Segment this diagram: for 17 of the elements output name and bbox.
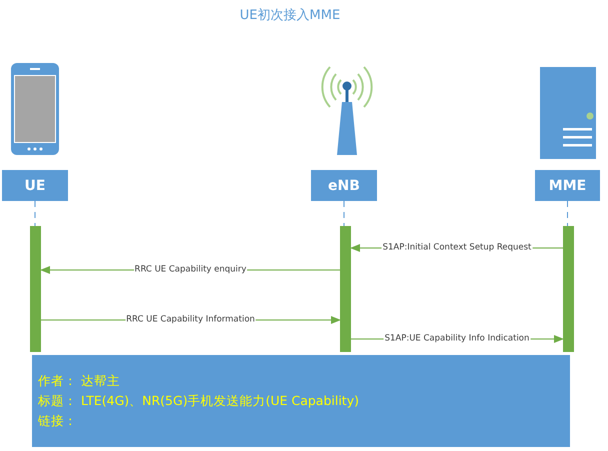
lifeline <box>567 200 568 226</box>
lifeline-header: UE <box>2 170 68 201</box>
edge-label: RRC UE Capability enquiry <box>134 264 248 276</box>
lifeline-header: eNB <box>311 170 377 201</box>
diagram-title: UE初次接入MME <box>238 7 342 24</box>
edge-label: RRC UE Capability Information <box>125 314 256 326</box>
edge-label: S1AP:UE Capability Info Indication <box>384 334 530 344</box>
lifeline <box>34 200 36 226</box>
note-panel <box>32 355 570 447</box>
note-text: 作者： 达帮主 <box>38 372 121 390</box>
activation-bar <box>340 226 351 352</box>
activation-bar <box>30 226 41 352</box>
edge-label: S1AP:Initial Context Setup Request <box>382 242 532 254</box>
activation-bar <box>563 226 574 352</box>
lifeline-header: MME <box>535 170 600 201</box>
note-text: 链接： <box>38 412 78 430</box>
note-text: 标题： LTE(4G)、NR(5G)手机发送能力(UE Capability) <box>38 392 360 410</box>
